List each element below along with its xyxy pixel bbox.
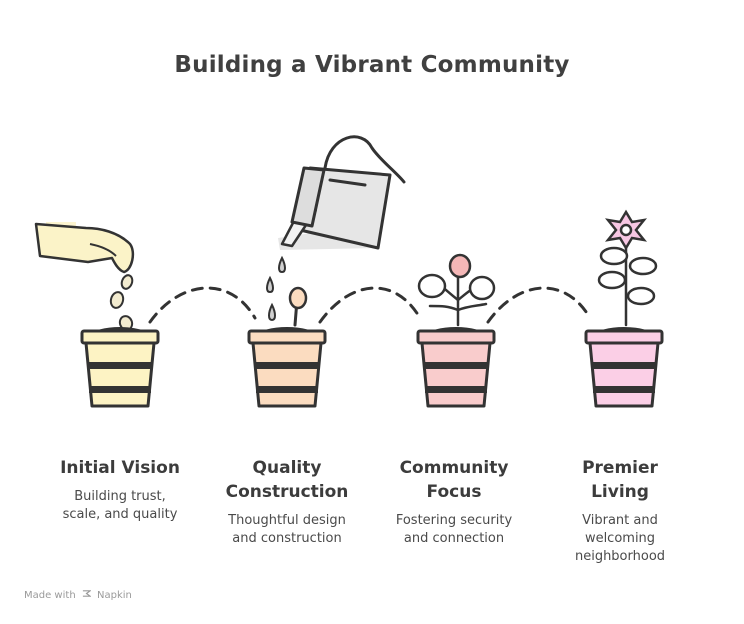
- pot-icon-1: [80, 327, 160, 408]
- step-description: Thoughtful design and construction: [228, 513, 346, 546]
- credit-prefix: Made with: [24, 590, 76, 601]
- step-title: Initial Vision: [60, 458, 180, 478]
- credit-brand: Napkin: [97, 590, 132, 601]
- step-title: Premier Living: [582, 458, 658, 502]
- step-community-focus: Community Focus Fostering security and c…: [374, 456, 534, 548]
- step-description: Building trust, scale, and quality: [62, 489, 178, 522]
- step-description: Fostering security and connection: [395, 513, 513, 546]
- sprout-icon: [288, 286, 308, 327]
- pot-icon-4: [584, 327, 664, 408]
- step-premier-living: Premier Living Vibrant and welcoming nei…: [540, 456, 700, 566]
- arc-3: [486, 286, 592, 324]
- step-quality-construction: Quality Construction Thoughtful design a…: [207, 456, 367, 548]
- step-initial-vision: Initial Vision Building trust, scale, an…: [40, 456, 200, 524]
- watering-can-icon: [278, 135, 406, 250]
- flower-icon: [597, 209, 658, 327]
- step-title: Quality Construction: [225, 458, 349, 502]
- pot-icon-2: [247, 327, 327, 408]
- step-title: Community Focus: [399, 458, 509, 502]
- pot-icon-3: [416, 327, 496, 408]
- plant-icon: [417, 253, 496, 327]
- diagram-title: Building a Vibrant Community: [174, 52, 570, 78]
- step-description: Vibrant and welcoming neighborhood: [574, 513, 666, 564]
- napkin-logo-icon: [82, 589, 92, 601]
- seeds-icon: [109, 274, 134, 331]
- hand-icon: [34, 222, 135, 274]
- water-drops-icon: [266, 255, 286, 322]
- arc-2: [318, 286, 422, 324]
- napkin-credit[interactable]: Made with Napkin: [24, 589, 132, 601]
- arc-1: [148, 286, 257, 324]
